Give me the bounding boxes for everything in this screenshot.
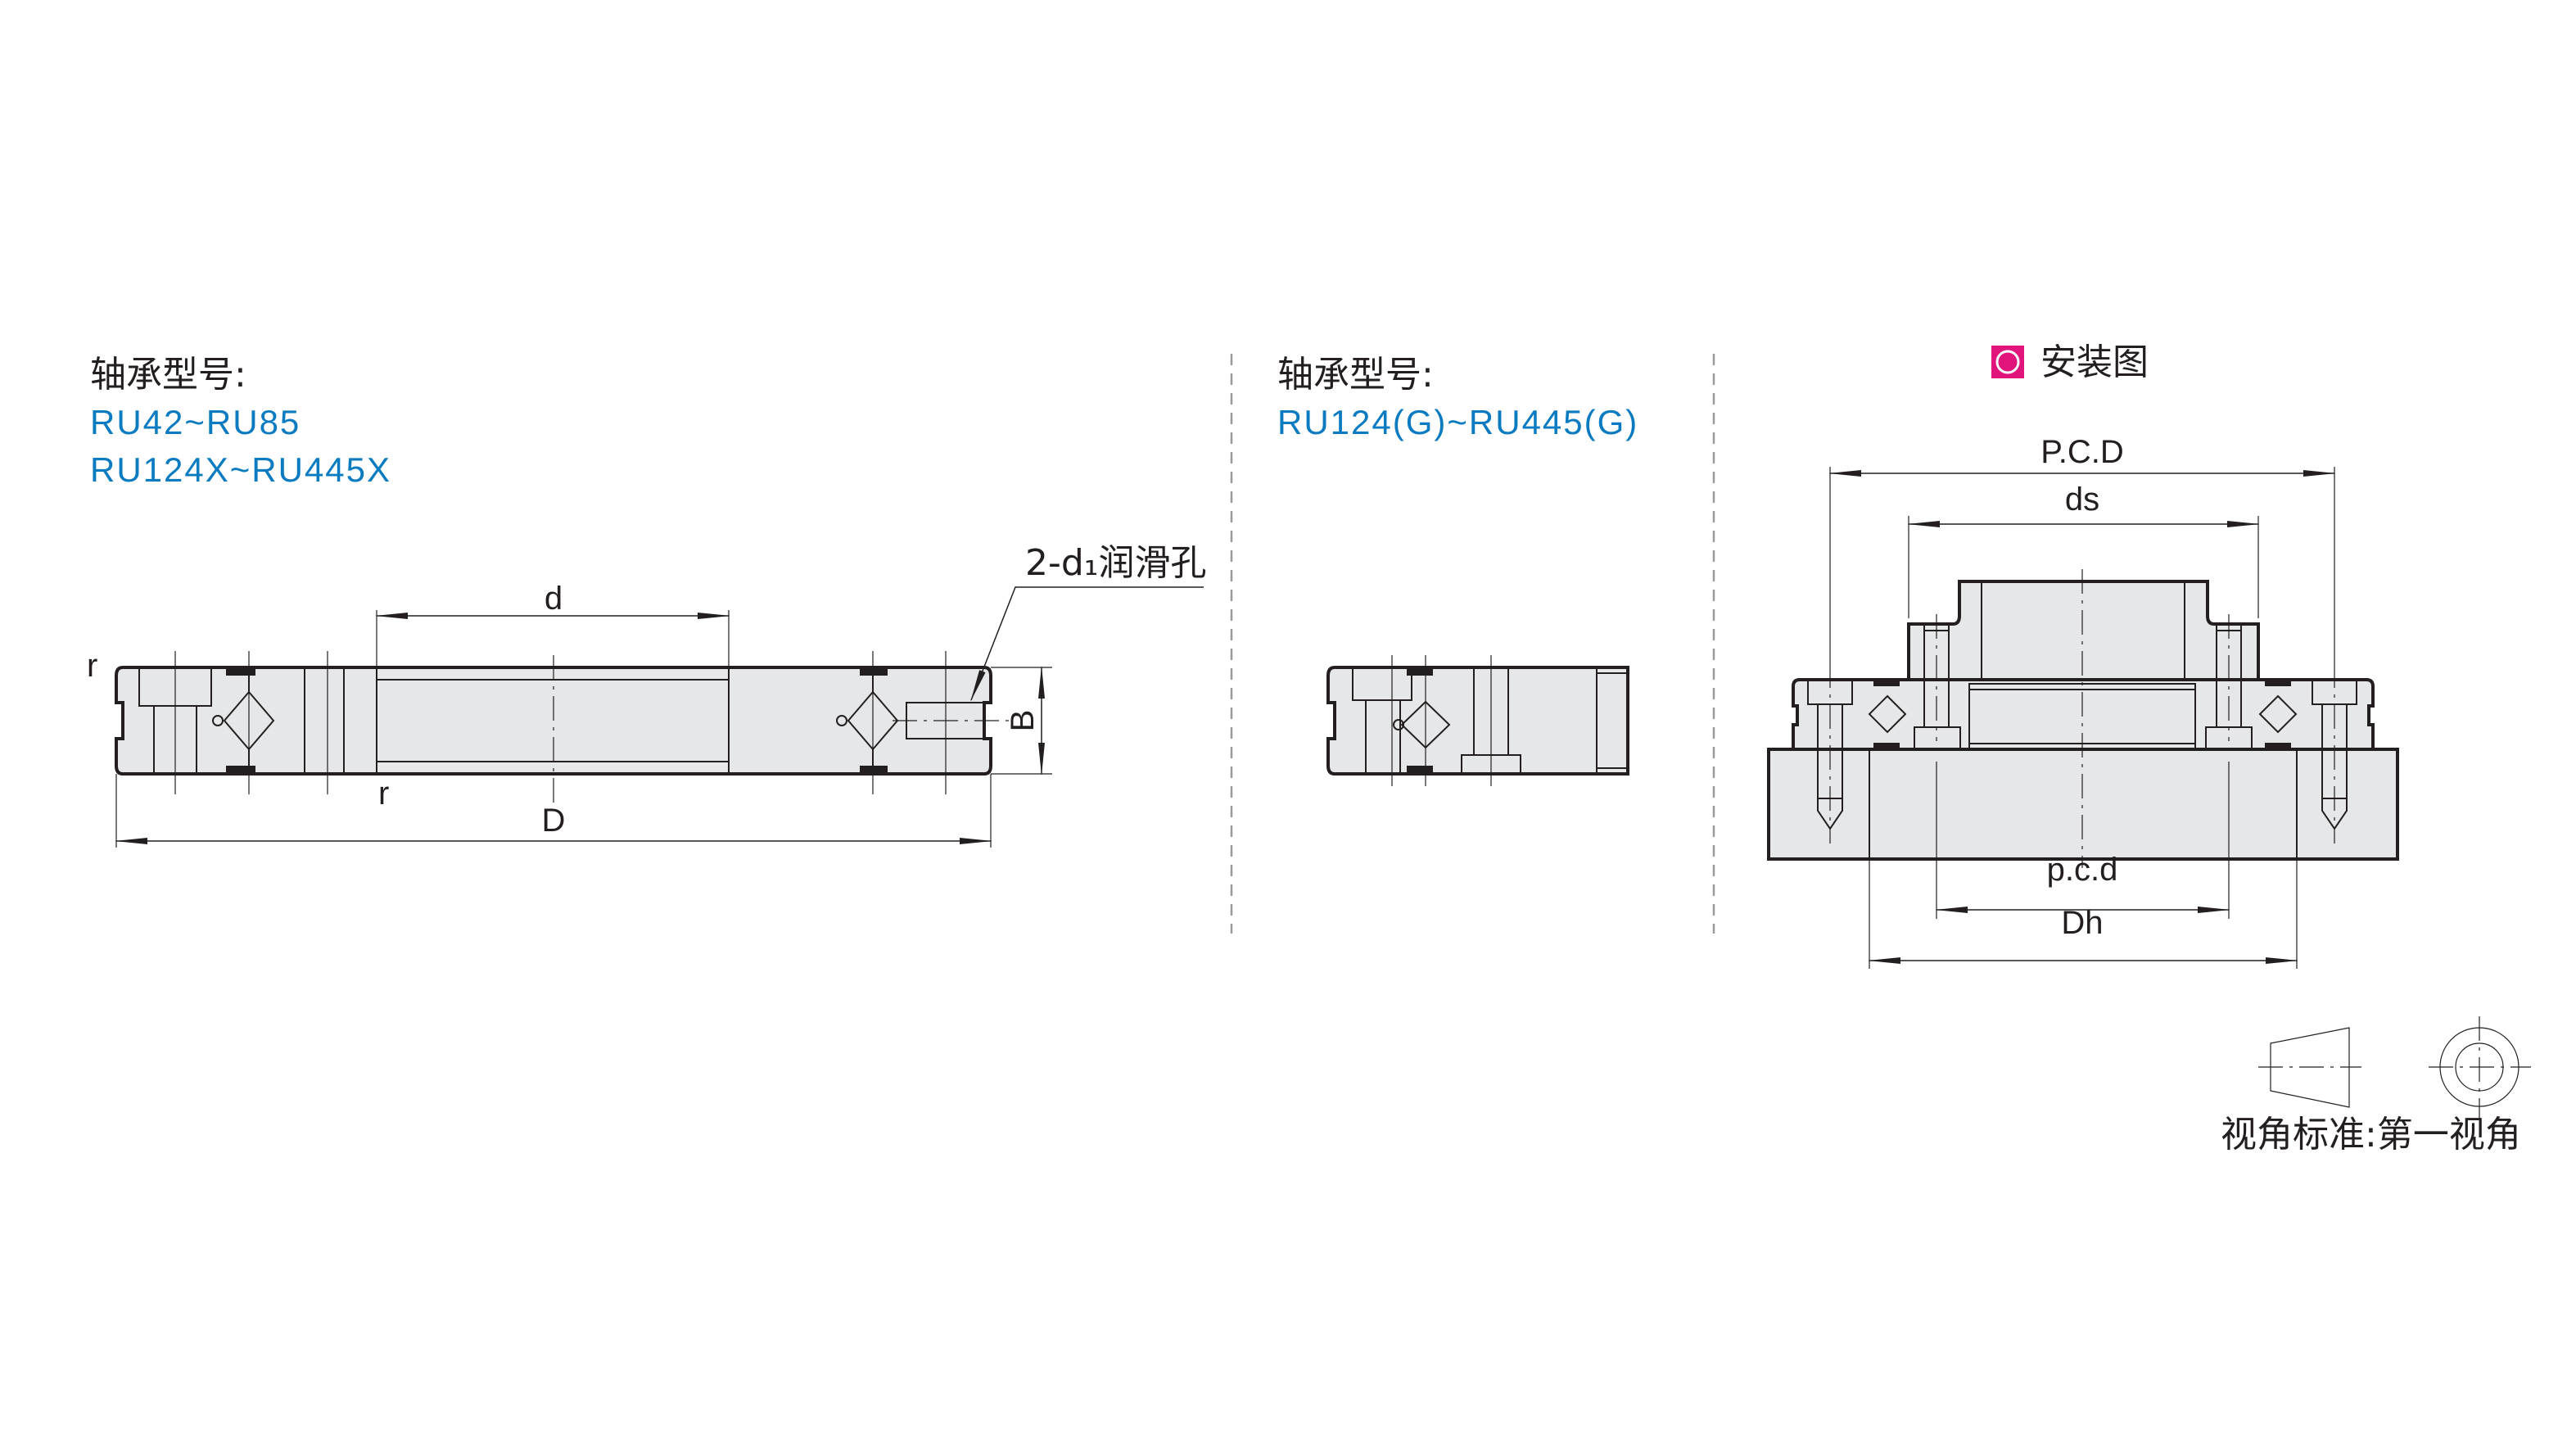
circle-icon bbox=[1995, 350, 2020, 374]
dim-B-label: B bbox=[1005, 710, 1041, 732]
bearing-section-left bbox=[115, 651, 1015, 811]
left-model-2: RU124X~RU445X bbox=[90, 450, 391, 489]
dim-d-label: d bbox=[545, 581, 563, 617]
middle-heading: 轴承型号: bbox=[1277, 354, 1434, 396]
left-heading: 轴承型号: bbox=[90, 354, 246, 396]
bearing-section-middle bbox=[1326, 655, 1629, 786]
lube-hole-label: 2-d₁润滑孔 bbox=[1025, 542, 1206, 584]
dim-pcd-upper-label: P.C.D bbox=[2040, 434, 2124, 470]
dim-dh-label: Dh bbox=[2061, 905, 2103, 941]
installation-drawing bbox=[1767, 569, 2399, 868]
dim-ds-label: ds bbox=[2065, 482, 2099, 518]
dim-D-label: D bbox=[542, 803, 566, 839]
first-angle-projection-icon bbox=[2258, 1016, 2531, 1119]
view-standard-label: 视角标准:第一视角 bbox=[2221, 1114, 2521, 1155]
dim-pcd-lower-label: p.c.d bbox=[2047, 852, 2118, 888]
middle-model-1: RU124(G)~RU445(G) bbox=[1277, 403, 1638, 441]
dim-r-bottom-label: r bbox=[378, 776, 389, 812]
left-model-1: RU42~RU85 bbox=[90, 403, 301, 441]
install-title: 安装图 bbox=[2040, 341, 2149, 383]
dim-r-top-label: r bbox=[87, 648, 97, 684]
